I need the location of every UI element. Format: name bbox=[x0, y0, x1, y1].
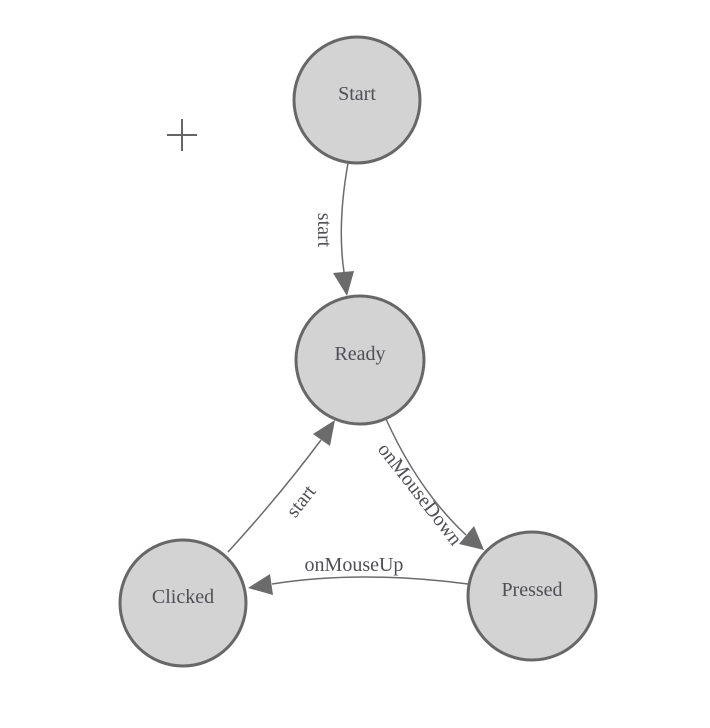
edge-ready-to-pressed[interactable]: onMouseDown bbox=[373, 418, 484, 550]
edge-line[interactable] bbox=[385, 418, 467, 536]
edge-start-to-ready[interactable]: start bbox=[313, 162, 354, 296]
edge-label-onmousedown: onMouseDown bbox=[373, 439, 466, 550]
node-circle[interactable] bbox=[466, 530, 598, 662]
edge-line[interactable] bbox=[227, 439, 322, 553]
node-label-start: Start bbox=[338, 83, 376, 105]
node-pressed[interactable]: Pressed bbox=[466, 530, 598, 662]
arrowhead-icon bbox=[248, 574, 273, 595]
node-label-clicked: Clicked bbox=[152, 586, 214, 608]
node-label-ready: Ready bbox=[334, 343, 385, 365]
node-circle[interactable] bbox=[118, 538, 248, 668]
edge-line[interactable] bbox=[340, 162, 349, 273]
arrowhead-icon bbox=[459, 526, 484, 550]
arrowhead-icon bbox=[313, 420, 335, 446]
node-circle[interactable] bbox=[292, 35, 422, 165]
edge-label-start-2: start bbox=[282, 481, 321, 522]
node-ready[interactable]: Ready bbox=[294, 294, 426, 426]
edge-clicked-to-ready[interactable]: start bbox=[227, 420, 335, 553]
edge-label-onmouseup: onMouseUp bbox=[305, 554, 404, 576]
node-start[interactable]: Start bbox=[292, 35, 422, 165]
node-clicked[interactable]: Clicked bbox=[118, 538, 248, 668]
node-label-pressed: Pressed bbox=[501, 579, 562, 601]
edge-pressed-to-clicked[interactable]: onMouseUp bbox=[248, 554, 469, 595]
edge-label-start: start bbox=[313, 213, 335, 248]
origin-crosshair-icon bbox=[167, 119, 197, 151]
edge-line[interactable] bbox=[271, 576, 469, 585]
node-circle[interactable] bbox=[294, 294, 426, 426]
arrowhead-icon bbox=[333, 271, 354, 296]
